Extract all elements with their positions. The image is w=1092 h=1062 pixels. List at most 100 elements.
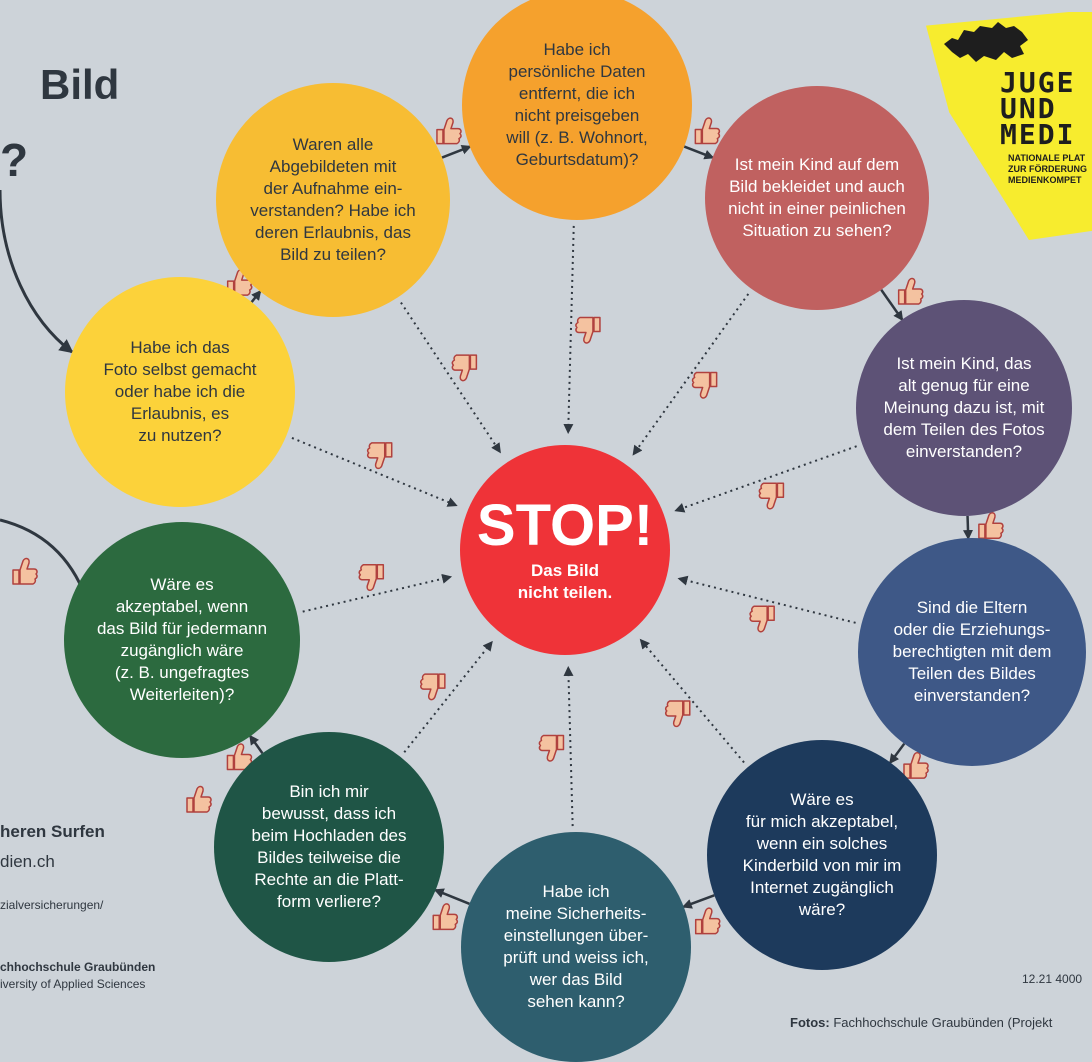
yes-arrow-9 <box>249 734 264 754</box>
logo-word-3: MEDI <box>1000 118 1076 151</box>
question-4-line-4: Situation zu sehen? <box>742 221 892 240</box>
question-4-line-3: nicht in einer peinlichen <box>728 199 906 218</box>
entry-arrow <box>0 189 74 354</box>
question-1-line-3: oder habe ich die <box>114 382 246 401</box>
question-2-line-2: Abgebildeten mit <box>269 157 397 176</box>
question-6-line-3: berechtigten mit dem <box>892 642 1052 661</box>
thumbs-down-icon <box>749 605 775 633</box>
question-7-line-6: wäre? <box>798 900 846 919</box>
thumbs-up-icon <box>12 557 38 585</box>
question-10-line-5: (z. B. ungefragtes <box>114 663 250 682</box>
question-8-line-3: einstellungen über- <box>503 926 649 945</box>
question-5-line-4: dem Teilen des Fotos <box>883 420 1045 439</box>
question-5-line-1: Ist mein Kind, das <box>896 354 1032 373</box>
question-8-line-5: wer das Bild <box>529 970 623 989</box>
thumbs-down-icon <box>451 354 478 382</box>
thumbs-down-icon <box>420 673 446 701</box>
question-3-line-3: entfernt, die ich <box>518 84 636 103</box>
footer-photo-credit-label: Fotos: <box>790 1015 830 1030</box>
logo-word-2: UND <box>1000 92 1057 125</box>
yes-arrow-4 <box>880 289 904 322</box>
question-5-line-2: alt genug für eine <box>898 376 1030 395</box>
question-2-line-1: Waren alle <box>292 135 374 154</box>
question-2-line-5: deren Erlaubnis, das <box>255 223 411 242</box>
page-title: Bild <box>40 61 120 108</box>
footer-safe-surfing: heren Surfen <box>0 822 105 841</box>
yes-arrow-8 <box>433 888 470 906</box>
question-4-line-2: Bild bekleidet und auch <box>729 177 905 196</box>
question-1-line-5: zu nutzen? <box>138 426 222 445</box>
question-circle-8: Habe ich meine Sicherheits-einstellungen … <box>461 832 691 1062</box>
question-2-line-3: der Aufnahme ein- <box>263 179 403 198</box>
question-7-line-2: für mich akzeptabel, <box>745 812 899 831</box>
no-arrow-3 <box>563 225 575 435</box>
thumbs-down-icon <box>366 442 393 470</box>
question-3-line-5: will (z. B. Wohnort, <box>506 128 648 147</box>
question-5-line-3: Meinung dazu ist, mit <box>883 398 1045 417</box>
thumbs-up-icon <box>186 785 212 813</box>
question-6-line-4: Teilen des Bildes <box>908 664 1036 683</box>
question-8-line-2: meine Sicherheits- <box>505 904 647 923</box>
question-7-line-1: Wäre es <box>790 790 854 809</box>
question-6-line-1: Sind die Eltern <box>916 598 1028 617</box>
yes-arrow-3 <box>683 145 715 160</box>
question-3-line-1: Habe ich <box>543 40 611 59</box>
stop-title: STOP! <box>476 493 654 558</box>
no-arrow-6 <box>677 575 856 624</box>
stop-subtitle-line-1: Das Bild <box>530 561 600 580</box>
yes-arrow-7 <box>681 894 715 909</box>
question-9-line-6: form verliere? <box>277 892 381 911</box>
thumbs-down-icon <box>691 371 718 399</box>
page-title-question-mark: ? <box>0 134 29 186</box>
question-1-line-4: Erlaubnis, es <box>130 404 230 423</box>
question-7-line-4: Kinderbild von mir im <box>742 856 902 875</box>
no-arrow-10 <box>302 573 453 613</box>
footer-photo-credit: Fotos: Fachhochschule Graubünden (Projek… <box>790 1015 1052 1030</box>
question-3-line-4: nicht preisgeben <box>514 106 640 125</box>
question-9-line-4: Bildes teilweise die <box>257 848 401 867</box>
logo-tagline-3: MEDIENKOMPET <box>1008 175 1082 185</box>
yes-arrow-2 <box>441 144 472 159</box>
question-8-line-4: prüft und weiss ich, <box>503 948 649 967</box>
yes-arrow-1 <box>250 289 262 303</box>
question-10-line-6: Weiterleiten)? <box>129 685 235 704</box>
question-8-line-1: Habe ich <box>542 882 610 901</box>
question-2-line-4: verstanden? Habe ich <box>250 201 416 220</box>
no-arrow-5 <box>674 445 857 513</box>
stop-subtitle-line-2: nicht teilen. <box>517 583 613 602</box>
yes-arrow-5 <box>963 515 973 541</box>
question-4-line-1: Ist mein Kind auf dem <box>734 155 900 174</box>
question-6-line-5: einverstanden? <box>913 686 1031 705</box>
footer-photo-credit-text: Fachhochschule Graubünden (Projekt <box>833 1015 1053 1030</box>
thumbs-up-icon <box>897 277 924 305</box>
question-7-line-5: Internet zugänglich <box>750 878 894 897</box>
question-2-line-6: Bild zu teilen? <box>280 245 386 264</box>
footer-print-code: 12.21 4000 <box>1022 972 1083 986</box>
footer-university: iversity of Applied Sciences <box>0 977 146 991</box>
question-circle-6: Sind die Eltern oder die Erziehungs-berec… <box>858 538 1086 766</box>
yes-arrow-6 <box>889 742 906 765</box>
thumbs-up-icon <box>432 903 459 931</box>
question-1-line-1: Habe ich das <box>130 338 230 357</box>
question-9-line-5: Rechte an die Platt- <box>254 870 404 889</box>
question-6-line-2: oder die Erziehungs- <box>893 620 1051 639</box>
question-9-line-1: Bin ich mir <box>289 782 369 801</box>
question-9-line-2: bewusst, dass ich <box>261 804 397 823</box>
thumbs-up-icon <box>436 117 462 145</box>
no-arrow-8 <box>563 665 574 827</box>
question-8-line-6: sehen kann? <box>527 992 625 1011</box>
question-3-line-6: Geburtsdatum)? <box>515 150 639 169</box>
question-10-line-3: das Bild für jedermann <box>96 619 268 638</box>
question-10-line-4: zugänglich wäre <box>120 641 244 660</box>
question-5-line-5: einverstanden? <box>905 442 1023 461</box>
stop-circle: STOP! Das Bild nicht teilen. <box>460 445 670 655</box>
thumbs-down-icon <box>664 700 691 728</box>
question-9-line-3: beim Hochladen des <box>251 826 407 845</box>
